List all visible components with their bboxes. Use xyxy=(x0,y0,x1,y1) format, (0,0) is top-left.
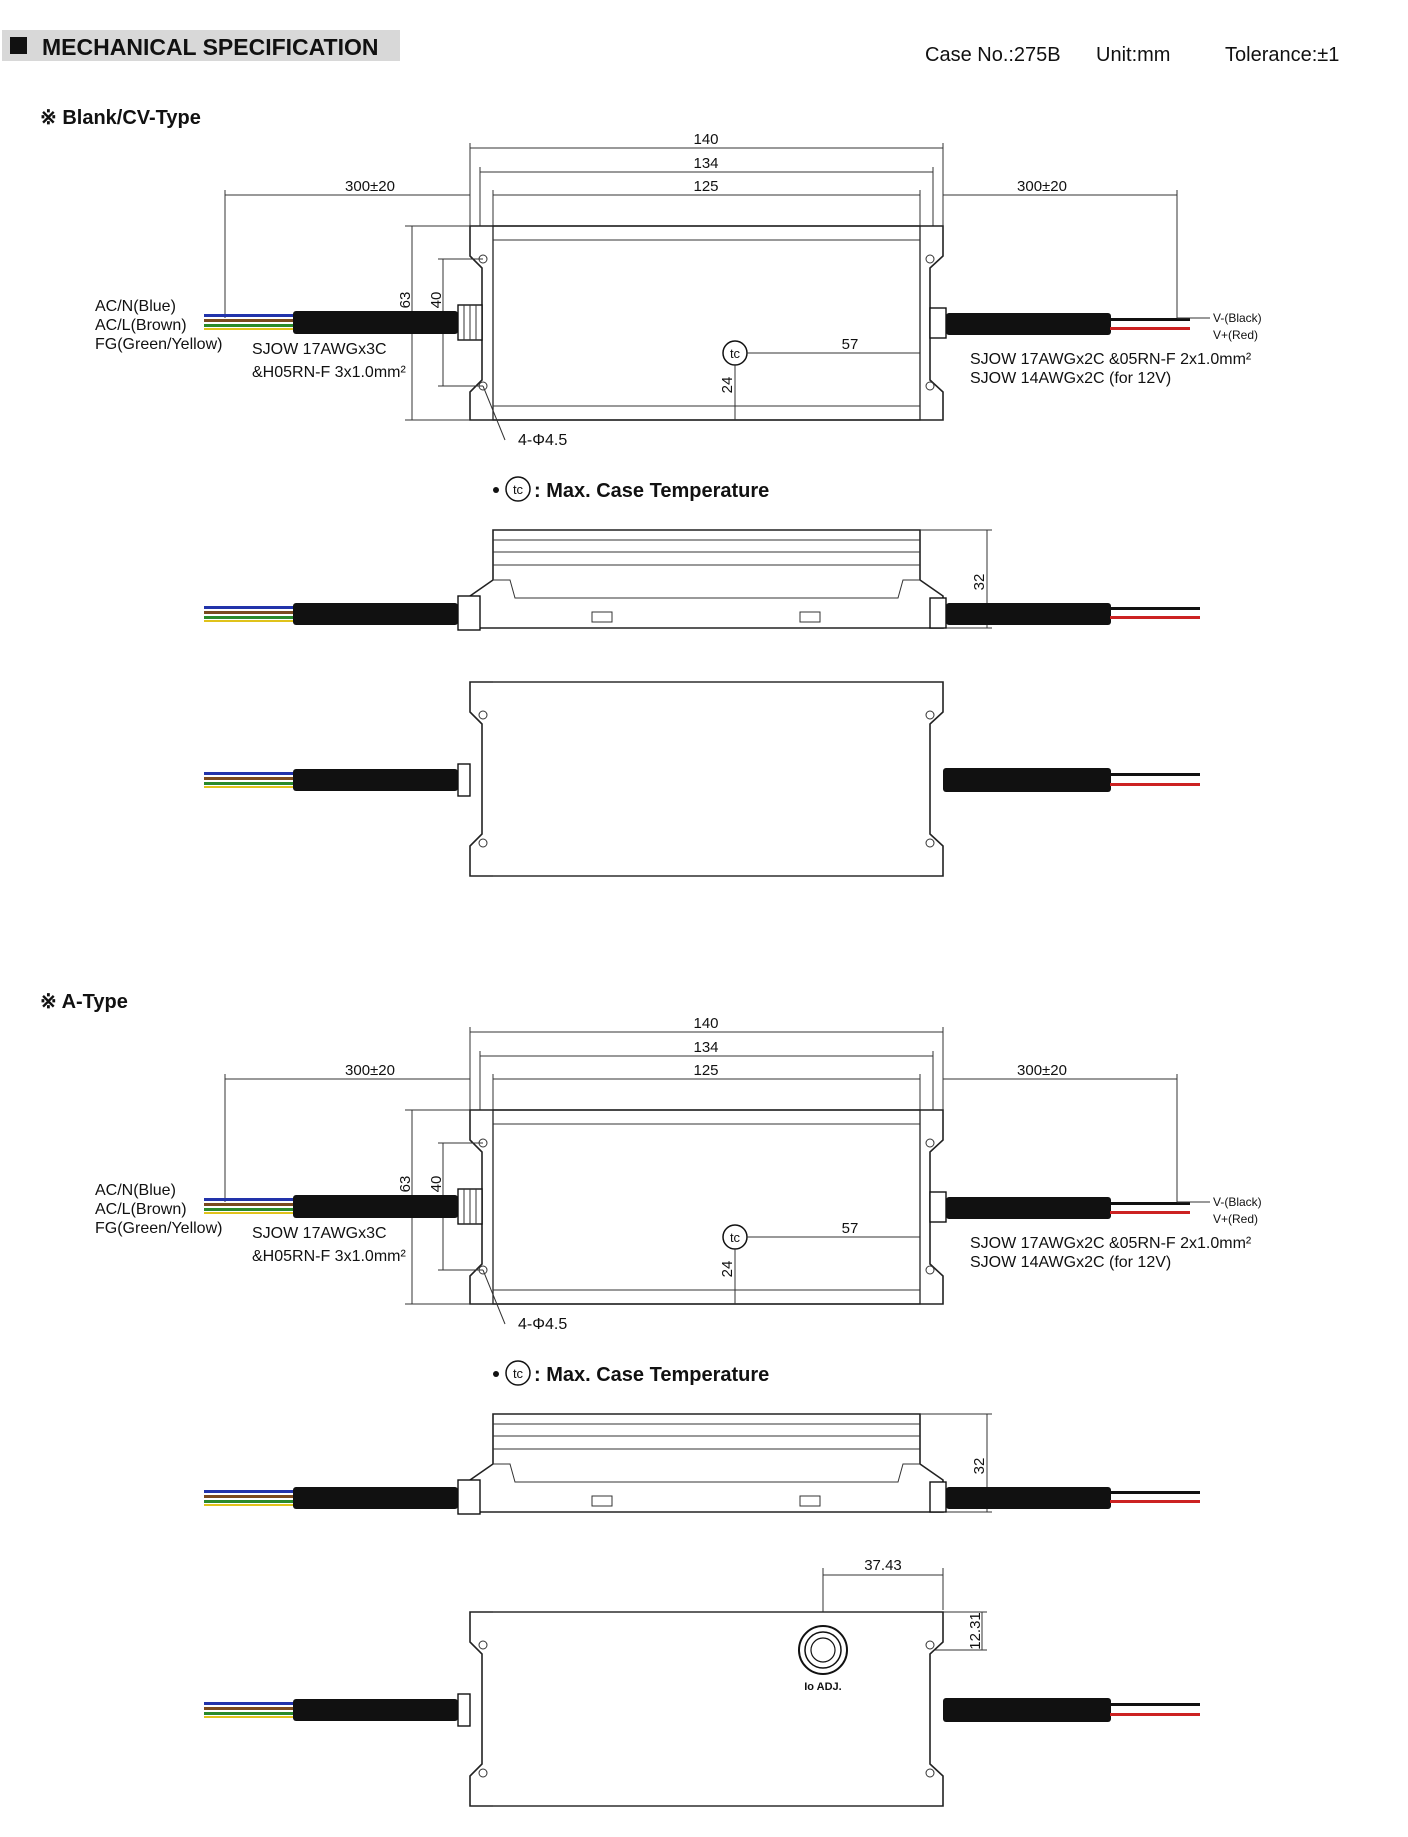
input-cable-spec-2: &H05RN-F 3x1.0mm² xyxy=(252,1248,406,1265)
ac-n-label: AC/N(Blue) xyxy=(95,1182,176,1199)
input-cable xyxy=(293,311,458,334)
v-minus-label: V-(Black) xyxy=(1213,1195,1262,1209)
input-cable-spec-2: &H05RN-F 3x1.0mm² xyxy=(252,364,406,381)
dim-125: 125 xyxy=(693,178,718,195)
dim-24: 24 xyxy=(719,377,736,394)
holes-label: 4-Φ4.5 xyxy=(518,1316,567,1333)
io-adj-potentiometer-icon xyxy=(798,1625,848,1675)
v-plus-label: V+(Red) xyxy=(1213,328,1258,342)
enclosure-top xyxy=(469,1109,944,1305)
bottom-view xyxy=(204,681,1200,877)
wire-green xyxy=(204,324,294,327)
input-cable-spec-1: SJOW 17AWGx3C xyxy=(252,341,387,358)
enclosure-bottom xyxy=(469,1611,944,1807)
dim-134: 134 xyxy=(693,1039,718,1056)
dim-134: 134 xyxy=(693,155,718,172)
tc-note-text: : Max. Case Temperature xyxy=(534,1364,769,1386)
dim-input-cable-length: 300±20 xyxy=(345,178,395,195)
tc-note-icon-label: tc xyxy=(513,1366,524,1381)
top-view: 140 134 125 300±20 300±20 xyxy=(95,1015,1262,1333)
fg-label: FG(Green/Yellow) xyxy=(95,1220,222,1237)
section-a-type: ※ A-Type 140 134 125 300±20 300±20 xyxy=(40,991,1262,1807)
ac-n-label: AC/N(Blue) xyxy=(95,298,176,315)
page-title: MECHANICAL SPECIFICATION xyxy=(42,34,379,60)
tc-note: tc : Max. Case Temperature xyxy=(493,1360,769,1386)
section-heading: ※ A-Type xyxy=(40,991,128,1013)
ac-l-label: AC/L(Brown) xyxy=(95,1201,187,1218)
v-plus-label: V+(Red) xyxy=(1213,1212,1258,1226)
tc-icon-label: tc xyxy=(730,346,741,361)
dim-12-31: 12.31 xyxy=(967,1612,984,1650)
input-cable-spec-1: SJOW 17AWGx3C xyxy=(252,1225,387,1242)
tc-icon-label: tc xyxy=(730,1230,741,1245)
side-view: 32 xyxy=(204,1413,1200,1515)
tc-note-icon xyxy=(505,476,531,502)
tc-note-text: : Max. Case Temperature xyxy=(534,480,769,502)
top-view: 140 134 125 300±20 300±20 xyxy=(95,131,1262,449)
io-adj-label: Io ADJ. xyxy=(804,1681,842,1693)
dim-140: 140 xyxy=(693,1015,718,1032)
bottom-view: 37.43 12.31 Io ADJ. xyxy=(204,1557,1200,1807)
wire-brown xyxy=(204,319,294,322)
dim-output-cable-length: 300±20 xyxy=(1017,1062,1067,1079)
output-cable-spec-2: SJOW 14AWGx2C (for 12V) xyxy=(970,370,1171,387)
v-minus-label: V-(Black) xyxy=(1213,311,1262,325)
ac-l-label: AC/L(Brown) xyxy=(95,317,187,334)
dim-output-cable-length: 300±20 xyxy=(1017,178,1067,195)
output-cable-spec-1: SJOW 17AWGx2C &05RN-F 2x1.0mm² xyxy=(970,351,1252,368)
dim-63: 63 xyxy=(397,292,414,309)
enclosure-inner xyxy=(492,225,921,421)
dim-input-cable-length: 300±20 xyxy=(345,1062,395,1079)
section-blank-cv-type: ※ Blank/CV-Type 140 134 125 300±20 300±2… xyxy=(40,107,1262,877)
output-cable xyxy=(946,1197,1111,1219)
tc-note-icon xyxy=(505,1360,531,1386)
dim-57: 57 xyxy=(842,336,859,353)
output-cable-spec-1: SJOW 17AWGx2C &05RN-F 2x1.0mm² xyxy=(970,1235,1252,1252)
dim-32: 32 xyxy=(971,574,988,591)
dim-24: 24 xyxy=(719,1261,736,1278)
enclosure-top xyxy=(469,225,944,421)
dim-125: 125 xyxy=(693,1062,718,1079)
wire-blue xyxy=(204,314,294,317)
dim-37-43: 37.43 xyxy=(864,1557,902,1574)
output-gland xyxy=(929,307,947,339)
output-cable xyxy=(946,313,1111,335)
dim-140: 140 xyxy=(693,131,718,148)
tc-note: tc : Max. Case Temperature xyxy=(493,476,769,502)
tolerance-label: Tolerance:±1 xyxy=(1225,44,1339,66)
fg-label: FG(Green/Yellow) xyxy=(95,336,222,353)
enclosure-bottom xyxy=(469,681,944,877)
dim-40: 40 xyxy=(428,1176,445,1193)
input-cable xyxy=(293,1195,458,1218)
dim-32: 32 xyxy=(971,1458,988,1475)
tc-note-icon-label: tc xyxy=(513,482,524,497)
output-cable-spec-2: SJOW 14AWGx2C (for 12V) xyxy=(970,1254,1171,1271)
side-view: 32 xyxy=(204,529,1200,631)
wire-yellow xyxy=(204,328,294,330)
dim-57: 57 xyxy=(842,1220,859,1237)
unit-label: Unit:mm xyxy=(1096,44,1170,66)
title-bar xyxy=(2,30,400,61)
dim-63: 63 xyxy=(397,1176,414,1193)
enclosure-side xyxy=(469,529,944,629)
dim-40: 40 xyxy=(428,292,445,309)
section-heading: ※ Blank/CV-Type xyxy=(40,107,201,129)
page-header: MECHANICAL SPECIFICATION Case No.:275B U… xyxy=(2,30,1339,66)
title-square-icon xyxy=(10,37,27,54)
case-number: Case No.:275B xyxy=(925,44,1061,66)
holes-label: 4-Φ4.5 xyxy=(518,432,567,449)
